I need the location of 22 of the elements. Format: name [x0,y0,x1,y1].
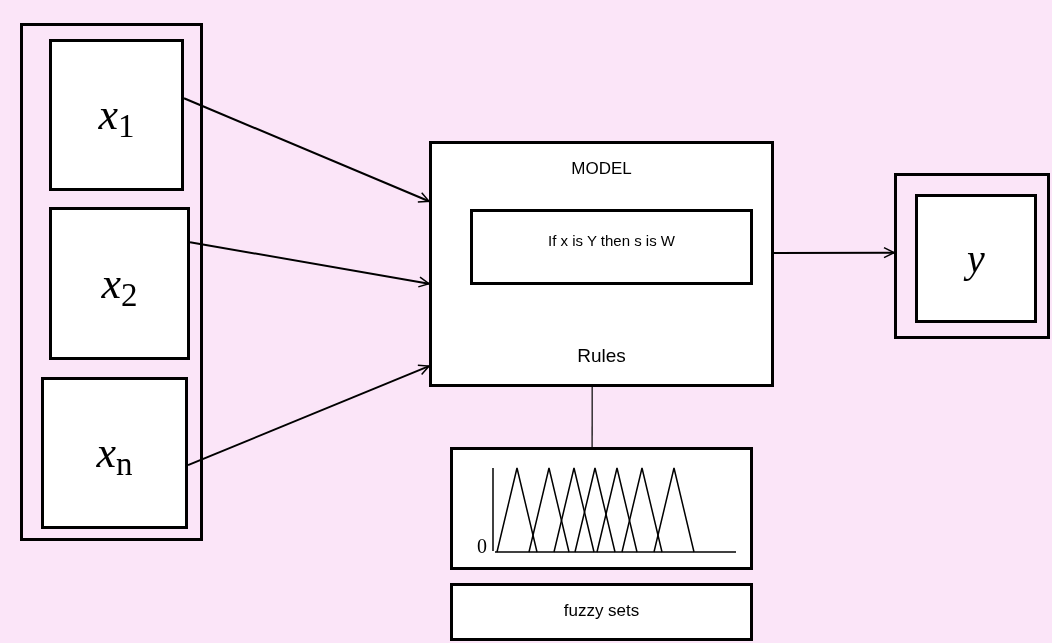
rules-label: Rules [576,343,627,368]
fuzzy-chart-box [450,447,753,570]
model-box [429,141,774,387]
arrow [187,364,430,467]
arrow [183,97,430,203]
model-title: MODEL [570,158,633,180]
axis-label: 0 [477,536,487,556]
variable-label: x$_{n}$ [96,431,133,475]
fuzzy-sets-box [450,583,753,641]
variable-label: x$_{1}$ [98,93,135,137]
arrow [189,241,430,288]
arrow [773,246,895,259]
output-box [915,194,1037,323]
input-box [49,39,184,191]
input-box [49,207,190,360]
output-group-box [894,173,1050,339]
box-label: fuzzy sets [562,600,641,622]
input-box [41,377,188,529]
connector-line [591,386,593,448]
input-group-box [20,23,203,541]
variable-label: x$_{2}$ [101,261,138,306]
rule-text: If x is Y then s is W [547,231,676,251]
